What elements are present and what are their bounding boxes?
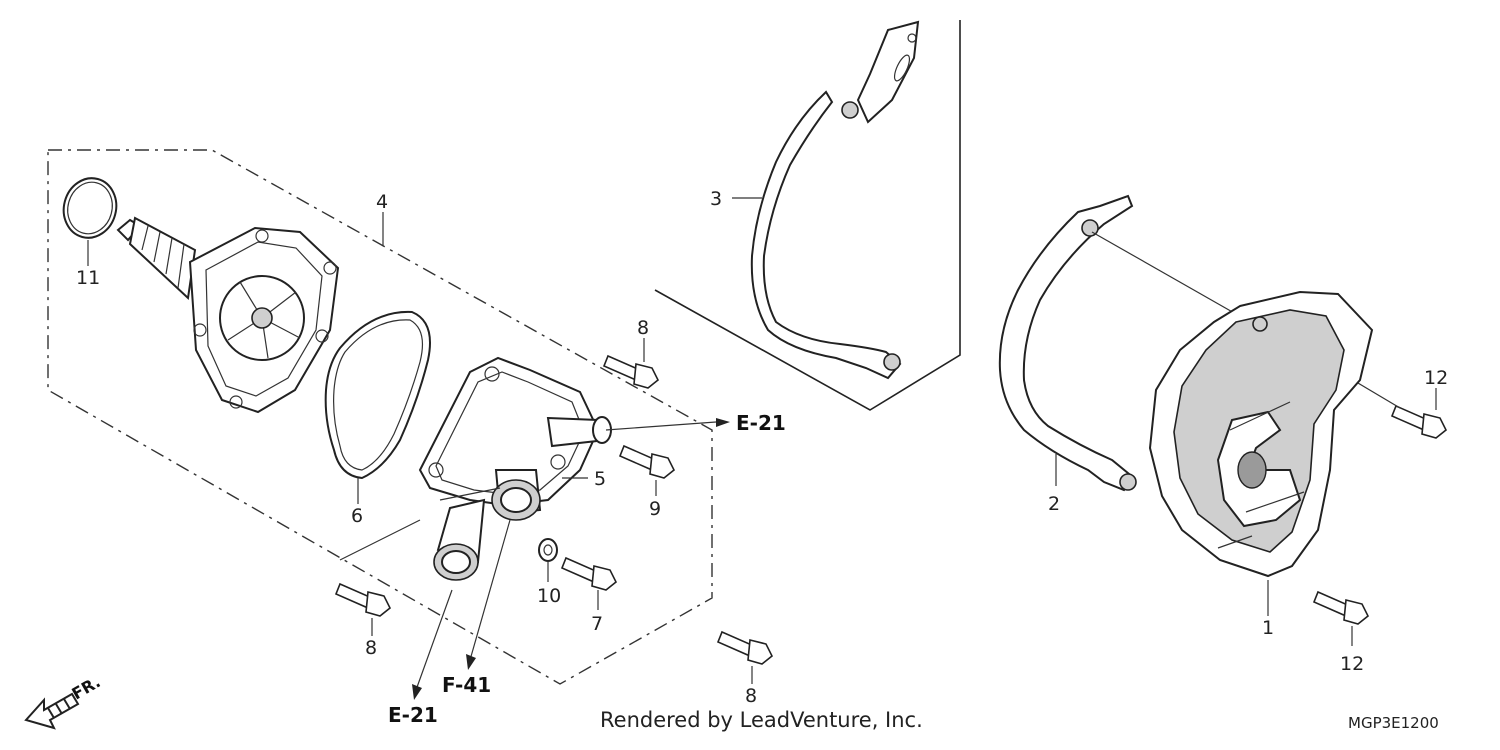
bracket-3-part[interactable] bbox=[732, 20, 920, 380]
front-arrow-icon bbox=[24, 692, 80, 730]
label-part-2: 2 bbox=[1048, 493, 1060, 515]
label-part-8-left: 8 bbox=[365, 637, 377, 659]
ref-e21-bottom: E-21 bbox=[388, 703, 438, 727]
label-part-4: 4 bbox=[376, 191, 388, 213]
bolt-7[interactable] bbox=[560, 556, 618, 610]
water-pump-part[interactable] bbox=[116, 212, 384, 414]
label-part-11: 11 bbox=[76, 267, 100, 289]
diagram-code: MGP3E1200 bbox=[1348, 714, 1439, 732]
label-part-9: 9 bbox=[649, 498, 661, 520]
o-ring-part[interactable] bbox=[57, 172, 123, 266]
label-part-3: 3 bbox=[710, 188, 722, 210]
label-part-10: 10 bbox=[537, 585, 561, 607]
pump-cover-part[interactable] bbox=[418, 356, 612, 581]
label-part-7: 7 bbox=[591, 613, 603, 635]
reference-lines bbox=[339, 418, 730, 700]
frame-corner-lines bbox=[654, 20, 961, 411]
washer-10[interactable] bbox=[538, 538, 558, 582]
label-part-12-upper: 12 bbox=[1424, 367, 1448, 389]
label-part-1: 1 bbox=[1262, 617, 1274, 639]
label-part-6: 6 bbox=[351, 505, 363, 527]
cover-gasket-2-part[interactable] bbox=[998, 194, 1137, 492]
assembly-frame bbox=[47, 149, 713, 685]
bolt-12-upper[interactable] bbox=[1390, 388, 1448, 439]
ref-f41: F-41 bbox=[442, 673, 491, 697]
bolt-12-lower[interactable] bbox=[1312, 590, 1370, 646]
bolt-9[interactable] bbox=[618, 444, 676, 496]
credit-text: Rendered by LeadVenture, Inc. bbox=[600, 708, 923, 732]
label-part-12-lower: 12 bbox=[1340, 653, 1364, 675]
bolt-8-upper[interactable] bbox=[602, 338, 660, 389]
bolt-8-lower-left[interactable] bbox=[334, 582, 392, 636]
label-part-8-upper: 8 bbox=[637, 317, 649, 339]
gasket-part[interactable] bbox=[324, 310, 431, 504]
pump-cover-1-part[interactable] bbox=[1091, 231, 1401, 616]
part-number-labels: 1 2 3 4 5 6 7 8 8 8 9 10 11 12 12 bbox=[76, 188, 1448, 707]
ref-e21-top: E-21 bbox=[736, 411, 786, 435]
bolt-8-lower-right[interactable] bbox=[716, 630, 774, 684]
reference-codes: E-21 F-41 E-21 bbox=[388, 411, 786, 727]
label-part-8-right: 8 bbox=[745, 685, 757, 707]
front-direction-marker: FR. bbox=[24, 672, 104, 730]
label-part-5: 5 bbox=[594, 468, 606, 490]
